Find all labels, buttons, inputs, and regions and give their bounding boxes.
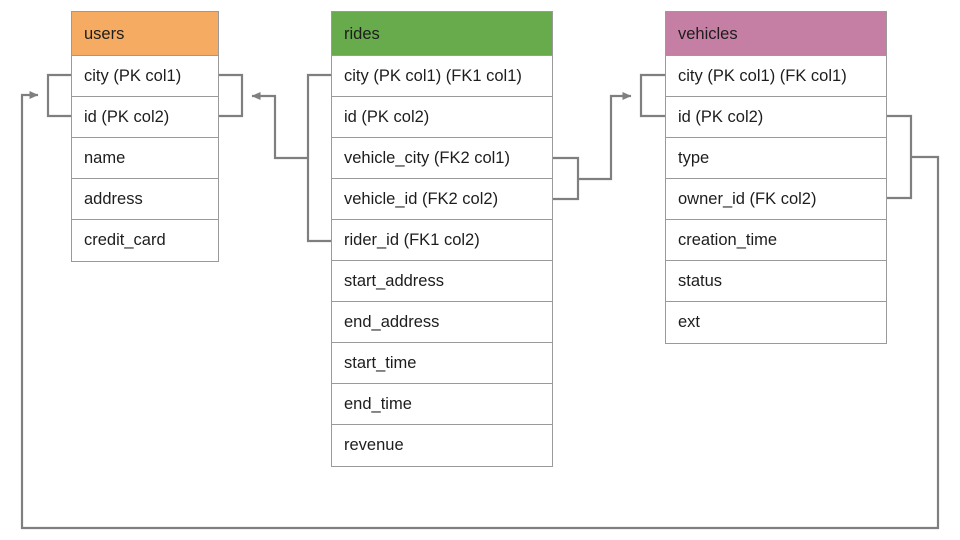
vehicles-right-bracket (887, 114, 913, 200)
table-vehicles[interactable]: vehicles city (PK col1) (FK col1) id (PK… (665, 11, 887, 344)
table-vehicles-column-ext: ext (666, 302, 886, 343)
table-vehicles-column-type: type (666, 138, 886, 179)
table-users-title: users (72, 12, 218, 56)
table-users-column-city: city (PK col1) (72, 56, 218, 97)
connector-rides-to-vehicles (578, 92, 632, 181)
table-users[interactable]: users city (PK col1) id (PK col2) name a… (71, 11, 219, 262)
table-rides-column-revenue: revenue (332, 425, 552, 466)
table-users-column-credit-card: credit_card (72, 220, 218, 261)
connector-vehicles-to-users (20, 91, 940, 530)
rides-fk1-bracket (306, 73, 331, 243)
table-rides[interactable]: rides city (PK col1) (FK1 col1) id (PK c… (331, 11, 553, 467)
users-right-bracket (219, 73, 244, 118)
table-rides-column-rider-id: rider_id (FK1 col2) (332, 220, 552, 261)
table-vehicles-title: vehicles (666, 12, 886, 56)
rides-fk2-bracket (553, 156, 580, 201)
users-left-bracket (46, 73, 71, 118)
table-rides-column-end-address: end_address (332, 302, 552, 343)
table-vehicles-column-city: city (PK col1) (FK col1) (666, 56, 886, 97)
table-rides-column-vehicle-city: vehicle_city (FK2 col1) (332, 138, 552, 179)
connector-rides-to-users (251, 92, 308, 160)
table-rides-column-vehicle-id: vehicle_id (FK2 col2) (332, 179, 552, 220)
table-vehicles-column-creation-time: creation_time (666, 220, 886, 261)
table-users-column-id: id (PK col2) (72, 97, 218, 138)
table-users-column-name: name (72, 138, 218, 179)
table-rides-title: rides (332, 12, 552, 56)
table-users-column-address: address (72, 179, 218, 220)
table-rides-column-start-time: start_time (332, 343, 552, 384)
table-rides-column-start-address: start_address (332, 261, 552, 302)
table-vehicles-column-id: id (PK col2) (666, 97, 886, 138)
table-vehicles-column-owner-id: owner_id (FK col2) (666, 179, 886, 220)
table-vehicles-column-status: status (666, 261, 886, 302)
table-rides-column-end-time: end_time (332, 384, 552, 425)
table-rides-column-id: id (PK col2) (332, 97, 552, 138)
table-rides-column-city: city (PK col1) (FK1 col1) (332, 56, 552, 97)
vehicles-left-bracket (639, 73, 665, 118)
